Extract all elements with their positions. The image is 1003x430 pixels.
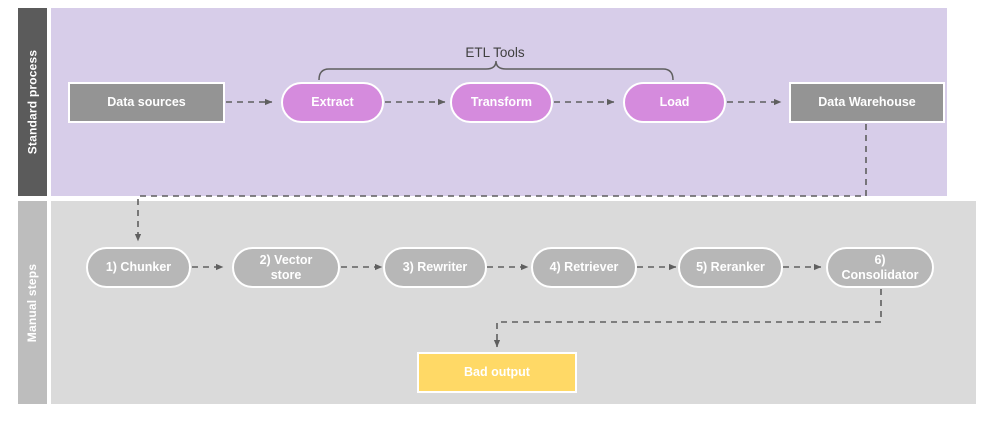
node-reranker[interactable]: 5) Reranker <box>678 247 783 288</box>
lane-manual-steps-label: Manual steps <box>18 201 47 404</box>
lane-standard-process-label: Standard process <box>18 8 47 196</box>
node-extract[interactable]: Extract <box>281 82 384 123</box>
node-transform[interactable]: Transform <box>450 82 553 123</box>
node-data-warehouse[interactable]: Data Warehouse <box>789 82 945 123</box>
node-consolidator[interactable]: 6) Consolidator <box>826 247 934 288</box>
node-data-sources[interactable]: Data sources <box>68 82 225 123</box>
node-bad-output[interactable]: Bad output <box>417 352 577 393</box>
lane-manual-steps-text: Manual steps <box>25 263 40 342</box>
node-chunker[interactable]: 1) Chunker <box>86 247 191 288</box>
lane-standard-process-text: Standard process <box>25 49 40 155</box>
node-vector-store[interactable]: 2) Vector store <box>232 247 340 288</box>
node-rewriter[interactable]: 3) Rewriter <box>383 247 487 288</box>
node-load[interactable]: Load <box>623 82 726 123</box>
node-retriever[interactable]: 4) Retriever <box>531 247 637 288</box>
etl-tools-label: ETL Tools <box>465 45 525 60</box>
